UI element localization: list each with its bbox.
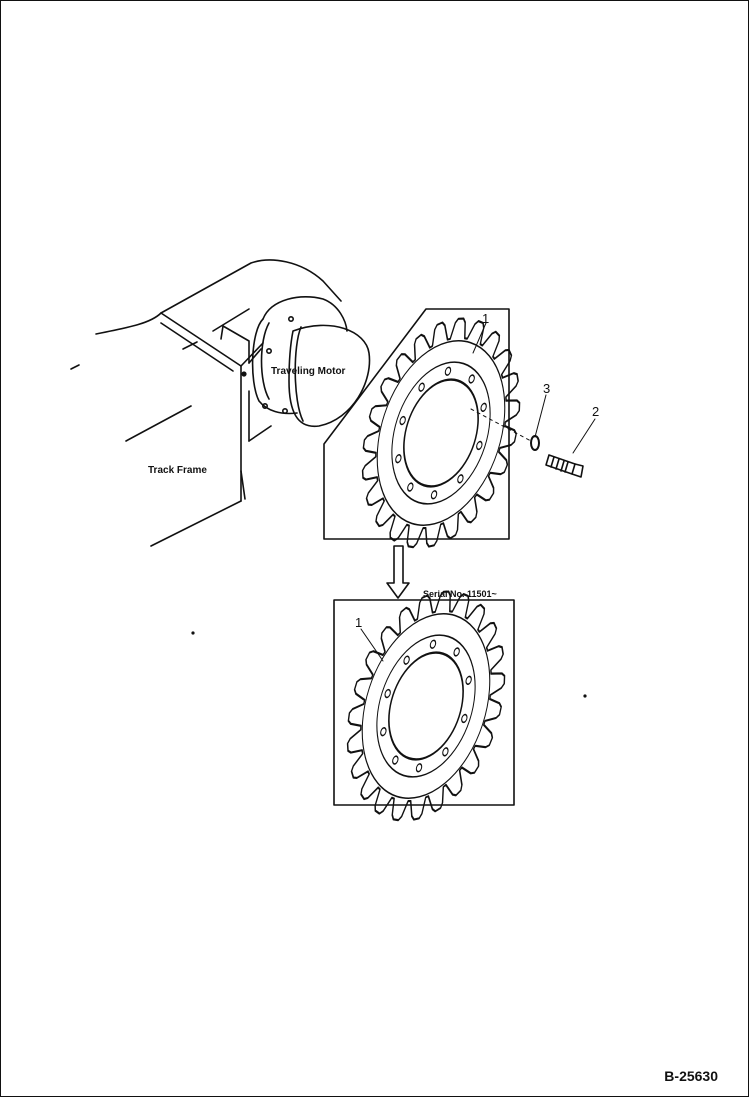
label-track-frame: Track Frame (148, 465, 207, 476)
bolt-hole (399, 415, 406, 426)
callout-part-2: 2 (592, 404, 599, 419)
label-traveling-motor: Traveling Motor (271, 366, 346, 377)
down-arrow (386, 545, 410, 599)
washer (530, 435, 540, 451)
track-frame (70, 259, 342, 547)
bolt-hole (461, 713, 468, 724)
bolt-hole (392, 755, 399, 765)
bolt-hole (453, 647, 460, 657)
leader-part-1-bottom (360, 628, 384, 662)
bolt-hole (403, 655, 410, 665)
leader-part-1-top (472, 322, 487, 354)
bolt-hole (444, 366, 452, 376)
bolt-hole (480, 402, 487, 412)
callout-part-1-bottom: 1 (355, 615, 362, 630)
leader-part-2 (572, 418, 596, 454)
callout-part-3: 3 (543, 381, 550, 396)
bottom-inset-frame (333, 599, 515, 806)
bolt-hole (415, 763, 423, 773)
bolt-hole (465, 675, 472, 685)
label-serial-no: Serial No. 11501~ (423, 589, 497, 599)
sprocket-bottom (346, 590, 506, 822)
bolt-hole (442, 747, 449, 757)
bolt-hole (395, 454, 402, 464)
assembly-dash-line (470, 408, 532, 442)
bolt-hole (476, 440, 483, 451)
bolt-hole (407, 482, 414, 492)
bolt-hole (468, 374, 475, 384)
sprocket-top (361, 317, 521, 549)
leader-part-3 (534, 394, 547, 438)
bolt-hole (380, 727, 387, 737)
bolt-hole (429, 639, 437, 649)
traveling-motor (251, 296, 371, 428)
bolt-hole (430, 490, 438, 500)
drawing-code: B-25630 (664, 1068, 718, 1084)
top-inset-frame (323, 308, 510, 540)
callout-part-1-top: 1 (482, 311, 489, 326)
bolt-hole (457, 474, 464, 484)
bolt-hole (384, 688, 391, 699)
bolt (545, 454, 584, 478)
bolt-hole (418, 382, 425, 392)
